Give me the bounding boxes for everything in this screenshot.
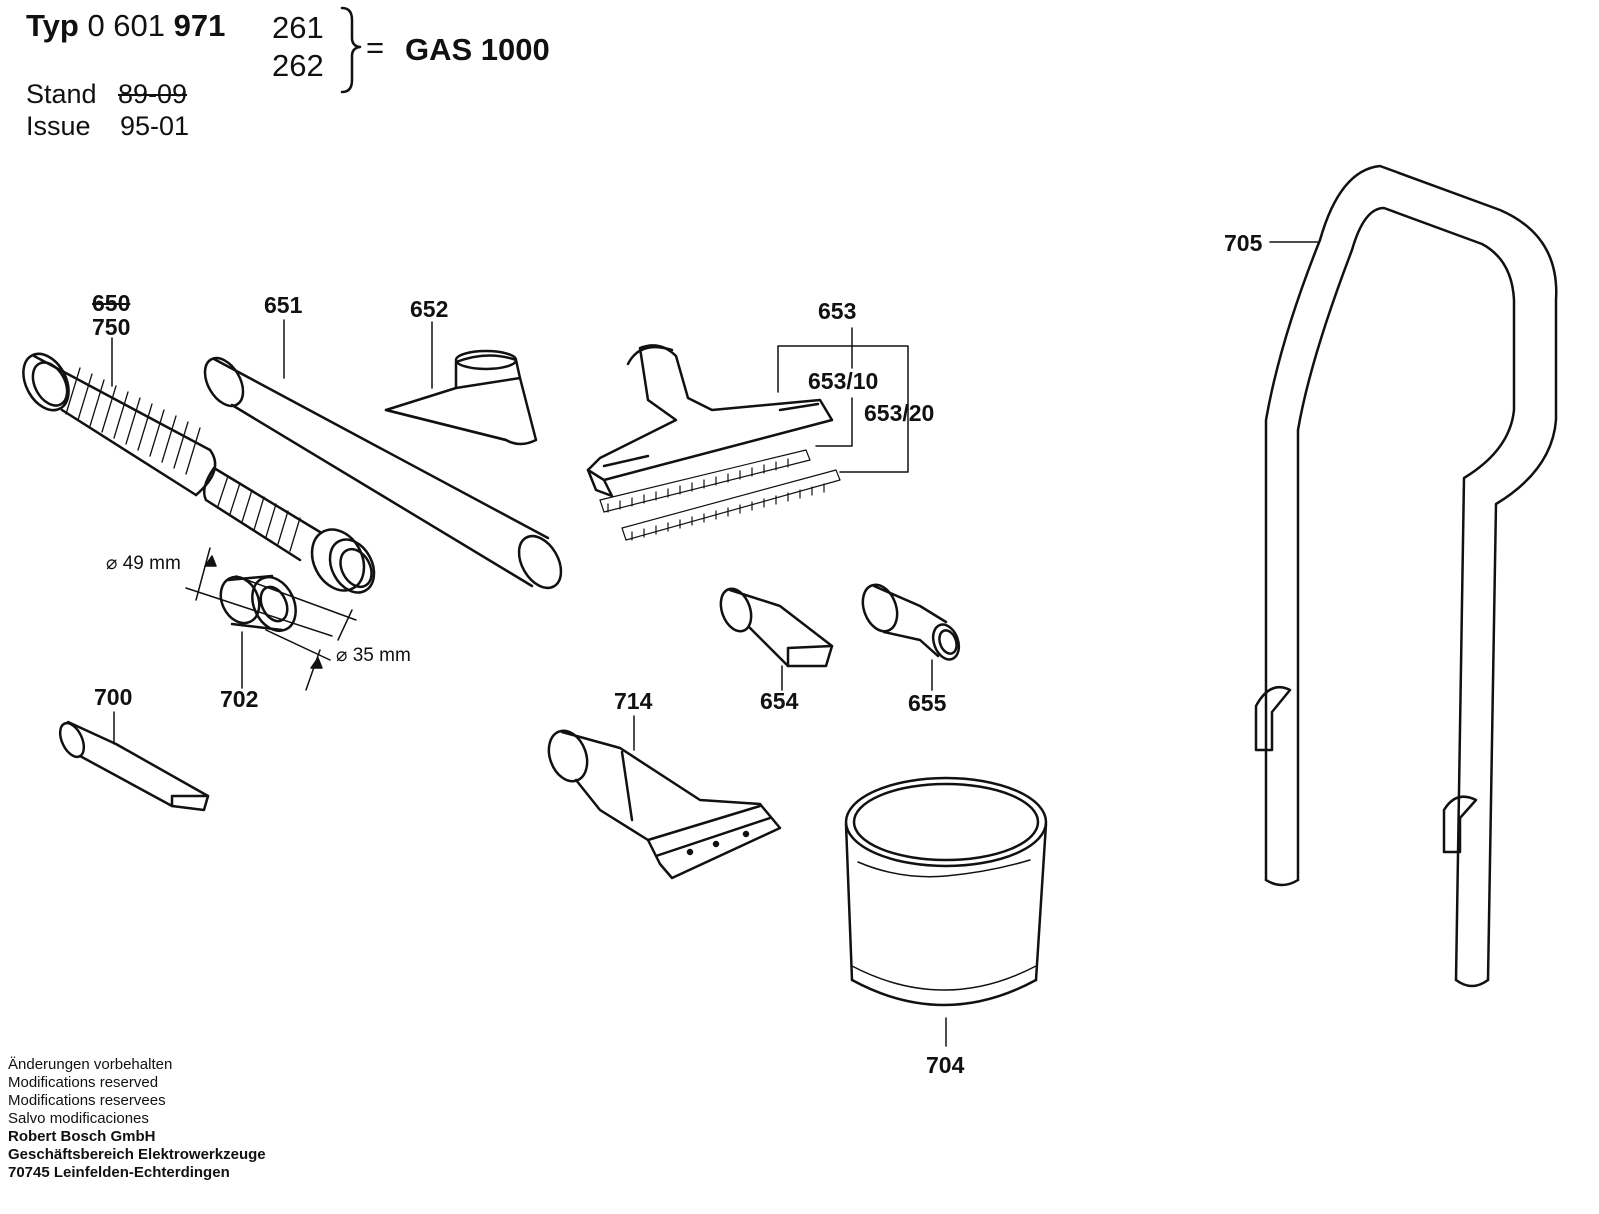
- footer-line-es: Salvo modificaciones: [8, 1110, 149, 1127]
- part-652: 652: [410, 296, 449, 322]
- crevice-nozzle-drawing: [55, 719, 208, 810]
- part-653-20: 653/20: [864, 400, 935, 426]
- upholstery-nozzle-drawing: [386, 351, 536, 444]
- push-handle-drawing: [1256, 166, 1556, 986]
- footer-line-en: Modifications reserved: [8, 1074, 159, 1091]
- stand-value: 89-09: [118, 79, 188, 109]
- equals-sign: =: [366, 30, 385, 65]
- part-704: 704: [926, 1052, 965, 1078]
- flexible-hose-drawing: [14, 346, 383, 600]
- part-653-10: 653/10: [808, 368, 879, 394]
- filter-basket-drawing: [846, 778, 1046, 1005]
- part-650: 650: [92, 290, 131, 316]
- part-705: 705: [1224, 230, 1263, 256]
- typ-number-prefix: 0 601: [87, 8, 166, 43]
- part-654: 654: [760, 688, 799, 714]
- issue-label: Issue: [26, 111, 91, 141]
- footer-address: 70745 Leinfelden-Echterdingen: [8, 1164, 230, 1181]
- dimension-inner-diameter: ⌀ 35 mm: [336, 645, 411, 666]
- footer: Änderungen vorbehalten Modifications res…: [8, 1056, 266, 1182]
- header-brace: [342, 8, 360, 92]
- part-655: 655: [908, 690, 947, 716]
- variant-261: 261: [272, 10, 324, 45]
- model-name: GAS 1000: [405, 32, 550, 67]
- part-714: 714: [614, 688, 653, 714]
- part-702: 702: [220, 686, 259, 712]
- part-700: 700: [94, 684, 133, 710]
- part-653: 653: [818, 298, 857, 324]
- part-750: 750: [92, 314, 131, 340]
- reducer-drawing: [857, 580, 964, 663]
- type-header: Typ 0 601 971: [26, 10, 225, 41]
- issue-value: 95-01: [120, 111, 190, 141]
- floor-nozzle-drawing: [588, 345, 840, 540]
- dimension-lines: [186, 548, 356, 690]
- flat-nozzle-drawing: [715, 585, 832, 666]
- extension-tube-drawing: [197, 351, 569, 595]
- part-651: 651: [264, 292, 303, 318]
- footer-division: Geschäftsbereich Elektrowerkzeuge: [8, 1146, 266, 1163]
- dimension-outer-diameter: ⌀ 49 mm: [106, 553, 181, 574]
- typ-label: Typ: [26, 8, 79, 43]
- footer-company: Robert Bosch GmbH: [8, 1128, 156, 1145]
- wide-nozzle-drawing: [542, 725, 780, 878]
- variant-262: 262: [272, 48, 324, 83]
- footer-line-de: Änderungen vorbehalten: [8, 1056, 173, 1073]
- footer-line-fr: Modifications reservees: [8, 1092, 166, 1109]
- stand-label: Stand: [26, 79, 97, 109]
- leaders-653: [778, 328, 908, 472]
- adapter-drawing: [214, 570, 304, 638]
- typ-number-bold: 971: [173, 8, 226, 43]
